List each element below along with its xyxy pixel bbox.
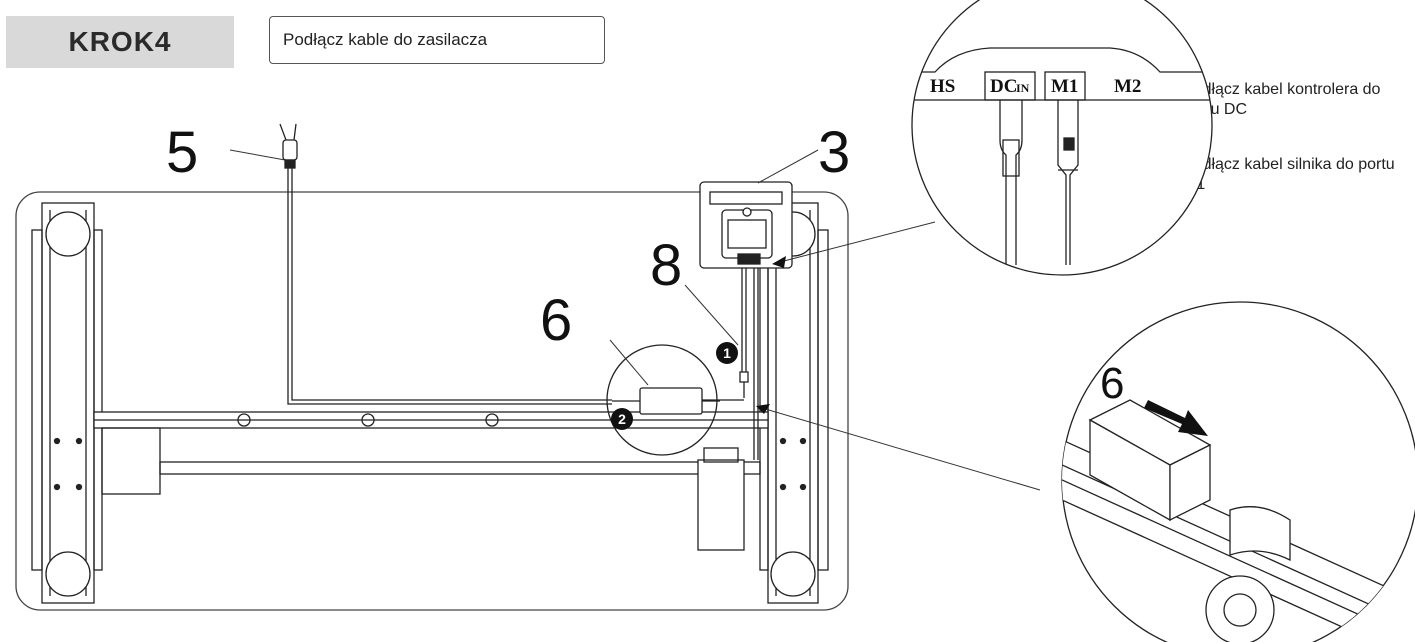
callout-power-supply: 6 — [540, 288, 572, 353]
callout-plug: 5 — [166, 120, 198, 185]
controller-cables — [700, 268, 759, 460]
slide-direction-arrow-icon — [1144, 400, 1208, 436]
svg-text:1: 1 — [723, 345, 731, 361]
controller-box — [699, 181, 793, 269]
port-m1-label: M1 — [1051, 76, 1078, 97]
callout-controller: 3 — [818, 120, 850, 185]
power-supply-zoom-circle — [606, 344, 718, 456]
arrow-to-controller-icon — [772, 256, 786, 268]
port-dc-label: DC — [990, 76, 1017, 97]
leader-lines — [229, 149, 1041, 491]
step-title: Podłącz kable do zasilacza — [269, 16, 605, 64]
marker-2: 2 — [611, 408, 633, 430]
power-plug-icon — [279, 123, 298, 169]
callout-detail-power-supply: 6 — [1100, 359, 1124, 408]
port-dc-in-label: IN — [1016, 81, 1030, 95]
arrow-to-cable-icon — [756, 404, 770, 414]
port-m2-label: M2 — [1114, 76, 1141, 97]
power-supply — [612, 387, 720, 415]
detail-zoom-circle: 6 — [1061, 301, 1415, 642]
step-badge: KROK4 — [6, 16, 234, 68]
port-hs-label: HS — [930, 76, 955, 97]
marker-1: 1 — [716, 342, 738, 364]
power-cable — [287, 165, 612, 405]
svg-text:2: 2 — [618, 411, 626, 427]
port-zoom-circle: HS DC IN M1 M2 — [911, 0, 1213, 276]
desk-frame — [15, 191, 849, 611]
callout-cable: 8 — [650, 233, 682, 298]
